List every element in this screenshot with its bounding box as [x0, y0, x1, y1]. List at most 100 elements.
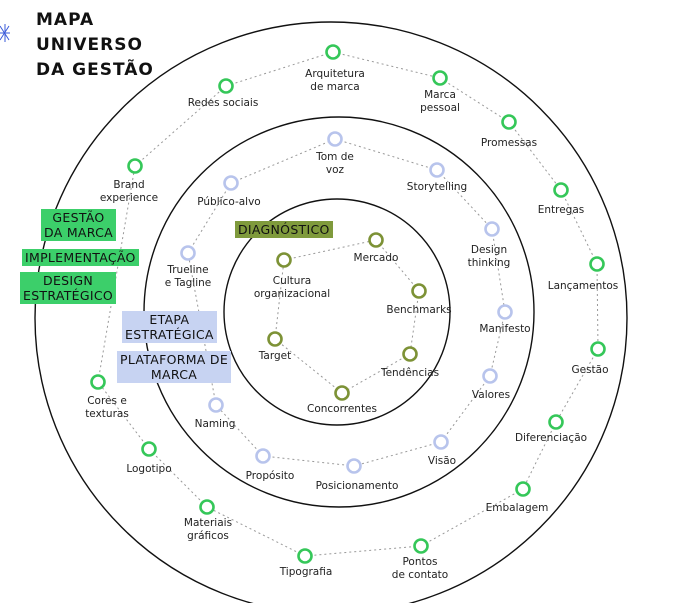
title-line-2: UNIVERSO: [36, 35, 143, 55]
tag-etapa-estrategica: ETAPA ESTRATÉGICA: [122, 311, 217, 343]
inner-node-label: Concorrentes: [307, 403, 377, 415]
outer-node: [127, 158, 143, 174]
tag-etapa-line-1: ETAPA: [149, 312, 190, 327]
outer-link: [596, 263, 599, 350]
middle-node: [180, 245, 196, 261]
middle-node: [484, 221, 500, 237]
title-line-3: DA GESTÃO: [36, 60, 154, 80]
inner-node: [334, 385, 350, 401]
tag-diagnostico: DIAGNÓSTICO: [235, 221, 333, 238]
middle-node-label: Storytelling: [407, 181, 467, 193]
sparkle-icon: [0, 24, 10, 42]
middle-node: [482, 368, 498, 384]
outer-node: [141, 441, 157, 457]
tag-gestao-line-2: DA MARCA: [44, 225, 114, 240]
tag-gestao-line-1: GESTÃO: [52, 210, 105, 225]
middle-node-label: Público-alvo: [197, 196, 260, 208]
tag-implementacao: IMPLEMENTAÇÃO: [22, 249, 139, 266]
middle-link: [262, 455, 355, 467]
outer-link: [304, 545, 422, 557]
middle-link: [440, 375, 491, 443]
middle-node-label: Manifesto: [479, 323, 530, 335]
outer-node: [501, 114, 517, 130]
middle-node: [255, 448, 271, 464]
outer-node-label: Redes sociais: [188, 97, 259, 109]
middle-node: [208, 397, 224, 413]
outer-node: [325, 44, 341, 60]
inner-link: [409, 290, 420, 355]
outer-node: [90, 374, 106, 390]
inner-node: [411, 283, 427, 299]
outer-node: [515, 481, 531, 497]
outer-node-label: Embalagem: [486, 502, 549, 514]
outer-link: [148, 448, 208, 508]
outer-link: [97, 165, 136, 383]
middle-node-label: Naming: [195, 418, 236, 430]
outer-node: [589, 256, 605, 272]
inner-node-label: Benchmarks: [386, 304, 451, 316]
outer-node: [413, 538, 429, 554]
outer-node-label: Lançamentos: [548, 280, 619, 292]
inner-node-label: Target: [258, 350, 291, 362]
middle-link: [436, 169, 493, 230]
outer-node-label: Gestão: [571, 364, 608, 376]
middle-node: [433, 434, 449, 450]
tag-plataforma-line-2: MARCA: [150, 367, 198, 382]
outer-node-label: Logotipo: [126, 463, 171, 475]
outer-link: [439, 77, 510, 123]
outer-node: [432, 70, 448, 86]
inner-node: [276, 252, 292, 268]
outer-link: [206, 506, 306, 557]
middle-node-label: Posicionamento: [316, 480, 399, 492]
tag-design-line-1: DESIGN: [43, 273, 93, 288]
outer-node-label: Diferenciação: [515, 432, 587, 444]
outer-node: [297, 548, 313, 564]
inner-link: [375, 239, 420, 292]
outer-node-label: Entregas: [538, 204, 585, 216]
middle-link: [353, 441, 442, 467]
outer-link: [225, 51, 334, 87]
inner-node: [368, 232, 384, 248]
middle-link: [489, 311, 506, 377]
outer-link: [560, 189, 598, 265]
outer-node-label: Tipografia: [279, 566, 333, 578]
outer-link: [332, 51, 441, 79]
outer-node: [218, 78, 234, 94]
outer-link: [134, 85, 227, 167]
title-line-1: MAPA: [36, 10, 95, 30]
middle-link: [230, 138, 336, 184]
outer-node: [199, 499, 215, 515]
tag-etapa-line-2: ESTRATÉGICA: [125, 327, 214, 342]
inner-link: [274, 259, 285, 340]
outer-ring: [34, 21, 628, 603]
middle-node: [223, 175, 239, 191]
middle-link: [215, 404, 264, 457]
tag-plataforma-de-marca: PLATAFORMA DE MARCA: [117, 351, 232, 383]
tag-design-line-2: ESTRATÉGICO: [23, 288, 114, 303]
outer-link: [508, 121, 562, 191]
middle-node-label: Visão: [428, 455, 456, 467]
middle-node: [497, 304, 513, 320]
tag-plataforma-line-1: PLATAFORMA DE: [120, 352, 229, 367]
outer-link: [420, 488, 524, 547]
middle-node: [429, 162, 445, 178]
inner-ring: [223, 198, 451, 426]
inner-node-label: Tendências: [380, 367, 439, 379]
outer-node: [590, 341, 606, 357]
outer-link: [555, 348, 599, 423]
middle-link: [187, 182, 232, 254]
middle-node: [346, 458, 362, 474]
middle-link: [491, 228, 506, 313]
outer-node: [553, 182, 569, 198]
outer-node: [548, 414, 564, 430]
middle-node: [327, 131, 343, 147]
